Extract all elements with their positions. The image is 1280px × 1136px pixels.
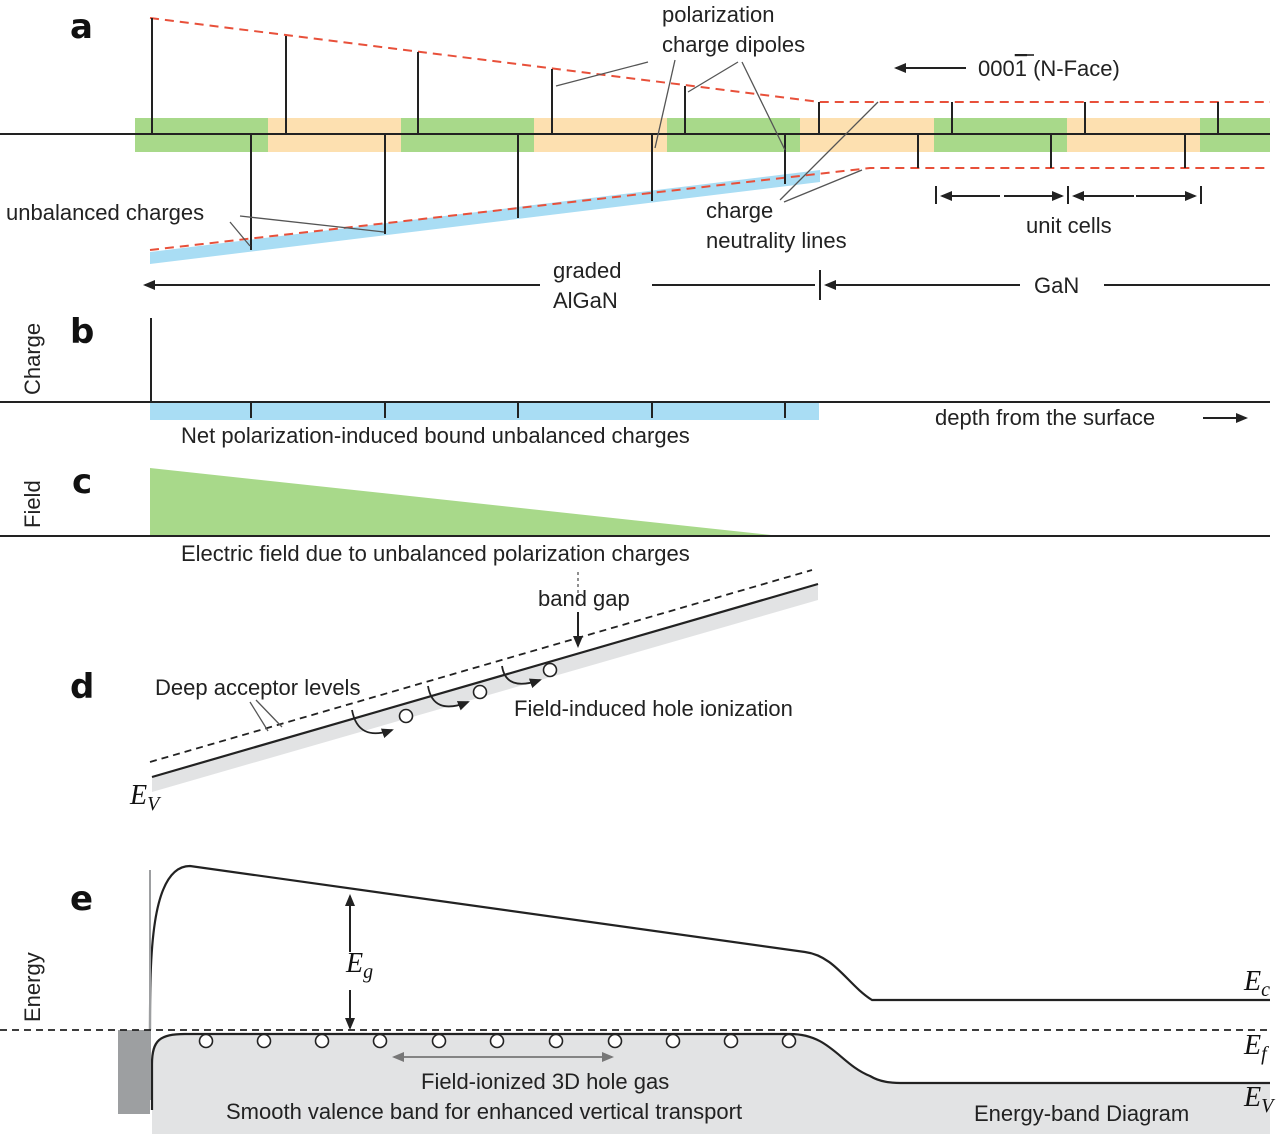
- direction-overline-digit: 1: [1015, 56, 1027, 81]
- valence-band-edge: [151, 582, 819, 779]
- panel-a: a: [0, 2, 1270, 313]
- symbol-ec: Ec: [1243, 966, 1270, 1001]
- label-graded: graded: [553, 258, 622, 283]
- deep-leader-lines: [249, 699, 283, 732]
- label-algan: AlGaN: [553, 288, 618, 313]
- label-deep-acceptor: Deep acceptor levels: [155, 675, 360, 700]
- field-wedge: [150, 468, 780, 536]
- hole-icon: [723, 1033, 739, 1049]
- label-hole-gas: Field-ionized 3D hole gas: [421, 1069, 669, 1094]
- label-charge: charge: [706, 198, 773, 223]
- hole-icon: [781, 1033, 797, 1049]
- unbalanced-leader-lines: [229, 215, 385, 247]
- label-charge-dipoles: charge dipoles: [662, 32, 805, 57]
- symbol-ev-d: EV: [129, 780, 162, 815]
- label-polarization: polarization: [662, 2, 775, 27]
- charge-ticks: [250, 402, 786, 418]
- deep-acceptor-line: [149, 569, 813, 763]
- hole-icon: [472, 684, 488, 700]
- label-unbalanced-charges: unbalanced charges: [6, 200, 204, 225]
- panel-c: c Field Electric field due to unbalanced…: [0, 462, 1270, 566]
- contact-block: [118, 1030, 150, 1114]
- lower-neutrality-line: [149, 167, 1270, 251]
- direction-label: 0001 (N-Face): [978, 56, 1120, 81]
- panel-b-letter: b: [70, 312, 94, 352]
- hole-icon: [607, 1033, 623, 1049]
- ionization-arrow: [351, 709, 394, 739]
- hole-gas: [198, 1033, 797, 1049]
- pol-leader-lines: [555, 59, 786, 151]
- label-unit-cells: unit cells: [1026, 213, 1112, 238]
- label-gan: GaN: [1034, 273, 1079, 298]
- hole-icon: [314, 1033, 330, 1049]
- panel-a-letter: a: [70, 7, 93, 47]
- label-band-gap: band gap: [538, 586, 630, 611]
- panel-e-letter: e: [70, 879, 93, 919]
- symbol-ef: Ef: [1243, 1030, 1269, 1065]
- symbol-ev-e: EV: [1243, 1082, 1276, 1117]
- label-energy-band-diagram: Energy-band Diagram: [974, 1101, 1189, 1126]
- ylabel-charge: Charge: [20, 323, 45, 395]
- conduction-band-edge: [148, 864, 1270, 1031]
- hole-icon: [198, 1033, 214, 1049]
- hole-icon: [542, 662, 558, 678]
- hole-icon: [548, 1033, 564, 1049]
- hole-icon: [665, 1033, 681, 1049]
- caption-electric-field: Electric field due to unbalanced polariz…: [181, 541, 690, 566]
- panel-b: b Charge Net polarization-induced bound …: [0, 312, 1270, 448]
- label-field-induced-ionization: Field-induced hole ionization: [514, 696, 793, 721]
- neutrality-leader-lines: [779, 101, 879, 203]
- valence-band-fill: [152, 1034, 1270, 1134]
- hole-icon: [372, 1033, 388, 1049]
- ionization-arrow: [427, 685, 470, 711]
- hole-icon: [431, 1033, 447, 1049]
- hole-icon: [256, 1033, 272, 1049]
- symbol-eg: Eg: [345, 948, 373, 983]
- dipole-up-sticks: [151, 18, 1219, 134]
- valence-band-edge-e: [150, 1032, 1270, 1110]
- panel-d: d band gap Deep acceptor levels Field-in…: [70, 569, 819, 815]
- ylabel-energy: Energy: [20, 952, 45, 1022]
- hole-icon: [489, 1033, 505, 1049]
- unit-cells-marker: [935, 186, 1202, 204]
- panel-d-letter: d: [70, 667, 94, 707]
- ylabel-field: Field: [20, 480, 45, 528]
- hole-ionization-events: [351, 662, 558, 739]
- label-neutrality-lines: neutrality lines: [706, 228, 847, 253]
- label-depth: depth from the surface: [935, 405, 1155, 430]
- hole-icon: [398, 708, 414, 724]
- caption-net-charges: Net polarization-induced bound unbalance…: [181, 423, 690, 448]
- ionization-arrow: [501, 665, 542, 689]
- label-smooth-valence: Smooth valence band for enhanced vertica…: [226, 1099, 742, 1124]
- panel-c-letter: c: [72, 462, 92, 502]
- panel-e: e Energy Eg: [0, 864, 1276, 1134]
- dipole-down-sticks: [250, 134, 1186, 250]
